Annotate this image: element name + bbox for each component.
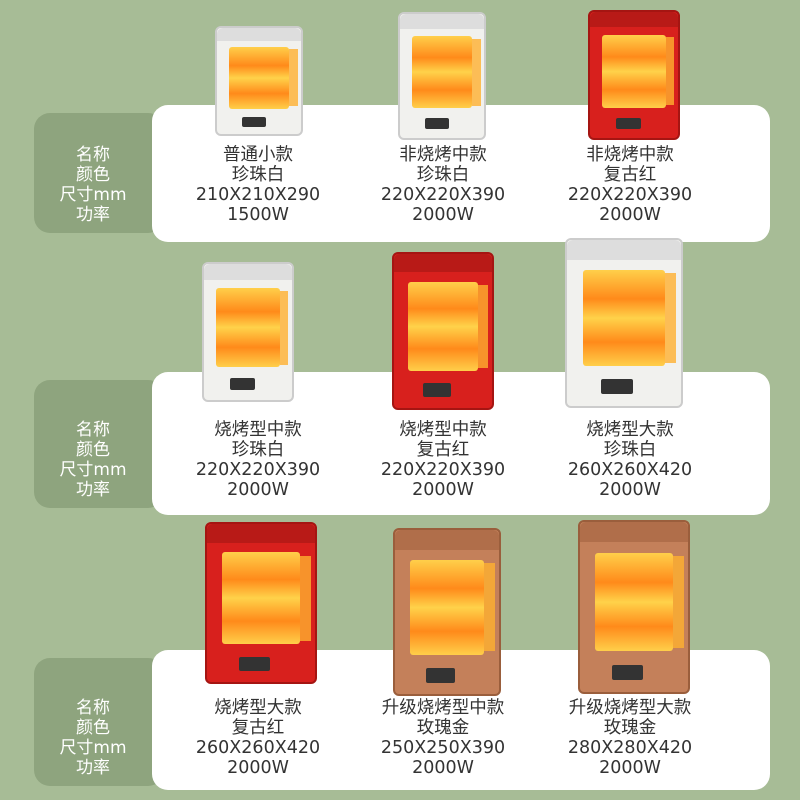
product-name: 升级烧烤型中款 (381, 698, 505, 718)
spec-label: 功率 (76, 480, 110, 500)
spec-label: 名称 (76, 145, 110, 165)
product-power: 2000W (599, 205, 661, 225)
product-size: 220X220X390 (195, 460, 321, 480)
product-name: 烧烤型大款 (586, 420, 674, 440)
product-color: 珍珠白 (603, 440, 657, 460)
heater-image (578, 520, 690, 694)
spec-label: 尺寸mm (59, 738, 127, 758)
product-power: 2000W (227, 480, 289, 500)
product-power: 1500W (227, 205, 289, 225)
spec-label: 颜色 (76, 165, 110, 185)
product-size: 280X280X420 (567, 738, 693, 758)
product-name: 升级烧烤型大款 (568, 698, 692, 718)
product-color: 复古红 (231, 718, 285, 738)
spec-label: 名称 (76, 698, 110, 718)
product-power: 2000W (599, 758, 661, 778)
heater-image (393, 528, 501, 696)
spec-label: 颜色 (76, 718, 110, 738)
spec-label: 功率 (76, 205, 110, 225)
heater-image (565, 238, 683, 408)
product-name: 非烧烤中款 (399, 145, 487, 165)
product-size: 260X260X420 (195, 738, 321, 758)
product-name: 烧烤型中款 (399, 420, 487, 440)
heater-image (205, 522, 317, 684)
product-name: 普通小款 (223, 145, 293, 165)
product-name: 非烧烤中款 (586, 145, 674, 165)
product-color: 珍珠白 (231, 440, 285, 460)
product-size: 220X220X390 (380, 185, 506, 205)
product-power: 2000W (412, 480, 474, 500)
spec-label-panel (34, 380, 164, 508)
product-size: 220X220X390 (567, 185, 693, 205)
spec-label: 颜色 (76, 440, 110, 460)
spec-label: 尺寸mm (59, 185, 127, 205)
product-power: 2000W (412, 205, 474, 225)
product-power: 2000W (227, 758, 289, 778)
product-color: 珍珠白 (231, 165, 285, 185)
product-power: 2000W (412, 758, 474, 778)
spec-label-panel (34, 658, 164, 786)
product-power: 2000W (599, 480, 661, 500)
product-color: 复古红 (416, 440, 470, 460)
heater-image (588, 10, 680, 140)
heater-image (215, 26, 303, 136)
heater-image (398, 12, 486, 140)
spec-label: 尺寸mm (59, 460, 127, 480)
heater-image (202, 262, 294, 402)
product-color: 复古红 (603, 165, 657, 185)
spec-label: 功率 (76, 758, 110, 778)
product-size: 260X260X420 (567, 460, 693, 480)
heater-image (392, 252, 494, 410)
product-color: 珍珠白 (416, 165, 470, 185)
product-size: 210X210X290 (195, 185, 321, 205)
product-size: 220X220X390 (380, 460, 506, 480)
spec-label-panel (34, 113, 164, 233)
spec-label: 名称 (76, 420, 110, 440)
product-color: 玫瑰金 (603, 718, 657, 738)
product-size: 250X250X390 (380, 738, 506, 758)
product-color: 玫瑰金 (416, 718, 470, 738)
product-name: 烧烤型中款 (214, 420, 302, 440)
product-name: 烧烤型大款 (214, 698, 302, 718)
